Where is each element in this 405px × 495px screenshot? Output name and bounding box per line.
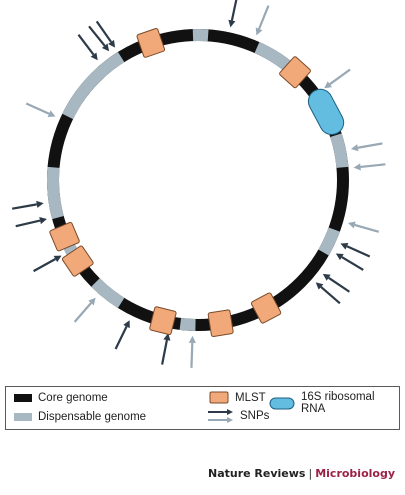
- dispensable-swatch: [14, 413, 32, 421]
- snp-arrow-head: [47, 110, 56, 117]
- snp-arrow-head: [163, 333, 171, 341]
- legend-label-core: Core genome: [38, 392, 108, 404]
- snp-arrow-head: [90, 52, 98, 61]
- snp-arrow-head: [53, 255, 62, 263]
- snp-arrow-shaft: [190, 342, 194, 368]
- genome-diagram: [11, 0, 386, 368]
- core-swatch: [14, 394, 32, 402]
- snp-arrow-head: [88, 297, 96, 306]
- rna-16s-capsule: [307, 88, 345, 136]
- snp-arrow-shaft: [73, 302, 92, 323]
- mlst-box: [61, 245, 94, 277]
- legend: Core genome Dispensable genome MLST SNPs…: [5, 386, 400, 430]
- dispensable-segment: [179, 317, 196, 331]
- snp-arrow-head: [188, 335, 196, 344]
- snp-arrow-shaft: [77, 34, 95, 56]
- mlst-box: [279, 56, 311, 89]
- rna-16s-marker: [307, 88, 345, 136]
- snp-arrow-head: [101, 43, 110, 52]
- snp-arrow-head: [347, 221, 356, 229]
- subjournal-name: Microbiology: [315, 467, 395, 480]
- snp-arrow-head: [228, 19, 236, 28]
- dispensable-segment: [318, 227, 340, 256]
- snp-arrows: [11, 0, 386, 368]
- mlst-box: [49, 221, 80, 252]
- dispensable-segment: [330, 133, 349, 169]
- mlst-swatch: [209, 391, 229, 404]
- legend-label-snps: SNPs: [240, 410, 270, 422]
- snp-arrow-shaft: [33, 258, 56, 273]
- legend-item-mlst: MLST: [209, 391, 266, 404]
- legend-item-16s: 16S ribosomal RNA: [269, 391, 399, 415]
- snp-arrow-shaft: [328, 276, 351, 293]
- mlst-box: [250, 292, 282, 324]
- mlst-boxes: [49, 28, 311, 337]
- snp-arrow-head: [340, 243, 349, 250]
- snp-arrow-head: [123, 320, 130, 329]
- snp-arrow-head: [255, 27, 263, 36]
- legend-item-snps: SNPs: [208, 408, 269, 424]
- credit-separator: |: [308, 467, 313, 480]
- snp-arrow-head: [335, 253, 344, 261]
- legend-label-16s: 16S ribosomal RNA: [301, 391, 375, 415]
- mlst-box: [207, 309, 234, 337]
- snp-arrow-head: [353, 163, 361, 171]
- snp-arrow-shaft: [360, 163, 386, 169]
- snp-arrow-shaft: [95, 20, 112, 43]
- snp-arrow-shaft: [25, 102, 50, 115]
- snp-arrow-head: [108, 39, 116, 48]
- legend-label-mlst: MLST: [235, 391, 266, 404]
- journal-credit: Nature Reviews|Microbiology: [208, 467, 395, 480]
- snp-arrow-shaft: [320, 286, 341, 305]
- snp-arrow-head: [324, 81, 332, 89]
- snp-arrow-swatch: [208, 409, 233, 423]
- snp-arrow-shaft: [114, 326, 128, 350]
- legend-item-core: Core genome: [14, 392, 108, 404]
- snp-arrow-shaft: [88, 25, 106, 47]
- dispensable-segment: [91, 278, 125, 309]
- snp-arrow-shaft: [341, 256, 364, 271]
- rna-swatch: [269, 397, 295, 409]
- mlst-box: [136, 28, 166, 58]
- snp-arrow-shaft: [230, 0, 238, 21]
- snp-arrow-head: [315, 282, 324, 290]
- snp-arrow-head: [39, 217, 47, 225]
- snp-arrow-head: [36, 200, 44, 208]
- snp-arrow-shaft: [329, 68, 351, 86]
- snp-arrow-shaft: [11, 203, 37, 210]
- dispensable-segment: [62, 51, 125, 120]
- snp-arrow-shaft: [357, 142, 383, 149]
- dispensable-segment: [47, 166, 64, 220]
- snp-arrow-shaft: [161, 339, 168, 365]
- journal-name: Nature Reviews: [208, 467, 306, 480]
- legend-label-dispensable: Dispensable genome: [38, 411, 147, 423]
- legend-item-dispensable: Dispensable genome: [14, 411, 146, 423]
- snp-arrow-shaft: [15, 219, 41, 228]
- snp-arrow-head: [322, 273, 331, 281]
- snp-arrow-shaft: [346, 245, 371, 258]
- snp-arrow-head: [350, 144, 359, 152]
- snp-arrow-shaft: [258, 5, 270, 30]
- snp-arrow-shaft: [354, 223, 380, 233]
- mlst-box: [149, 306, 177, 336]
